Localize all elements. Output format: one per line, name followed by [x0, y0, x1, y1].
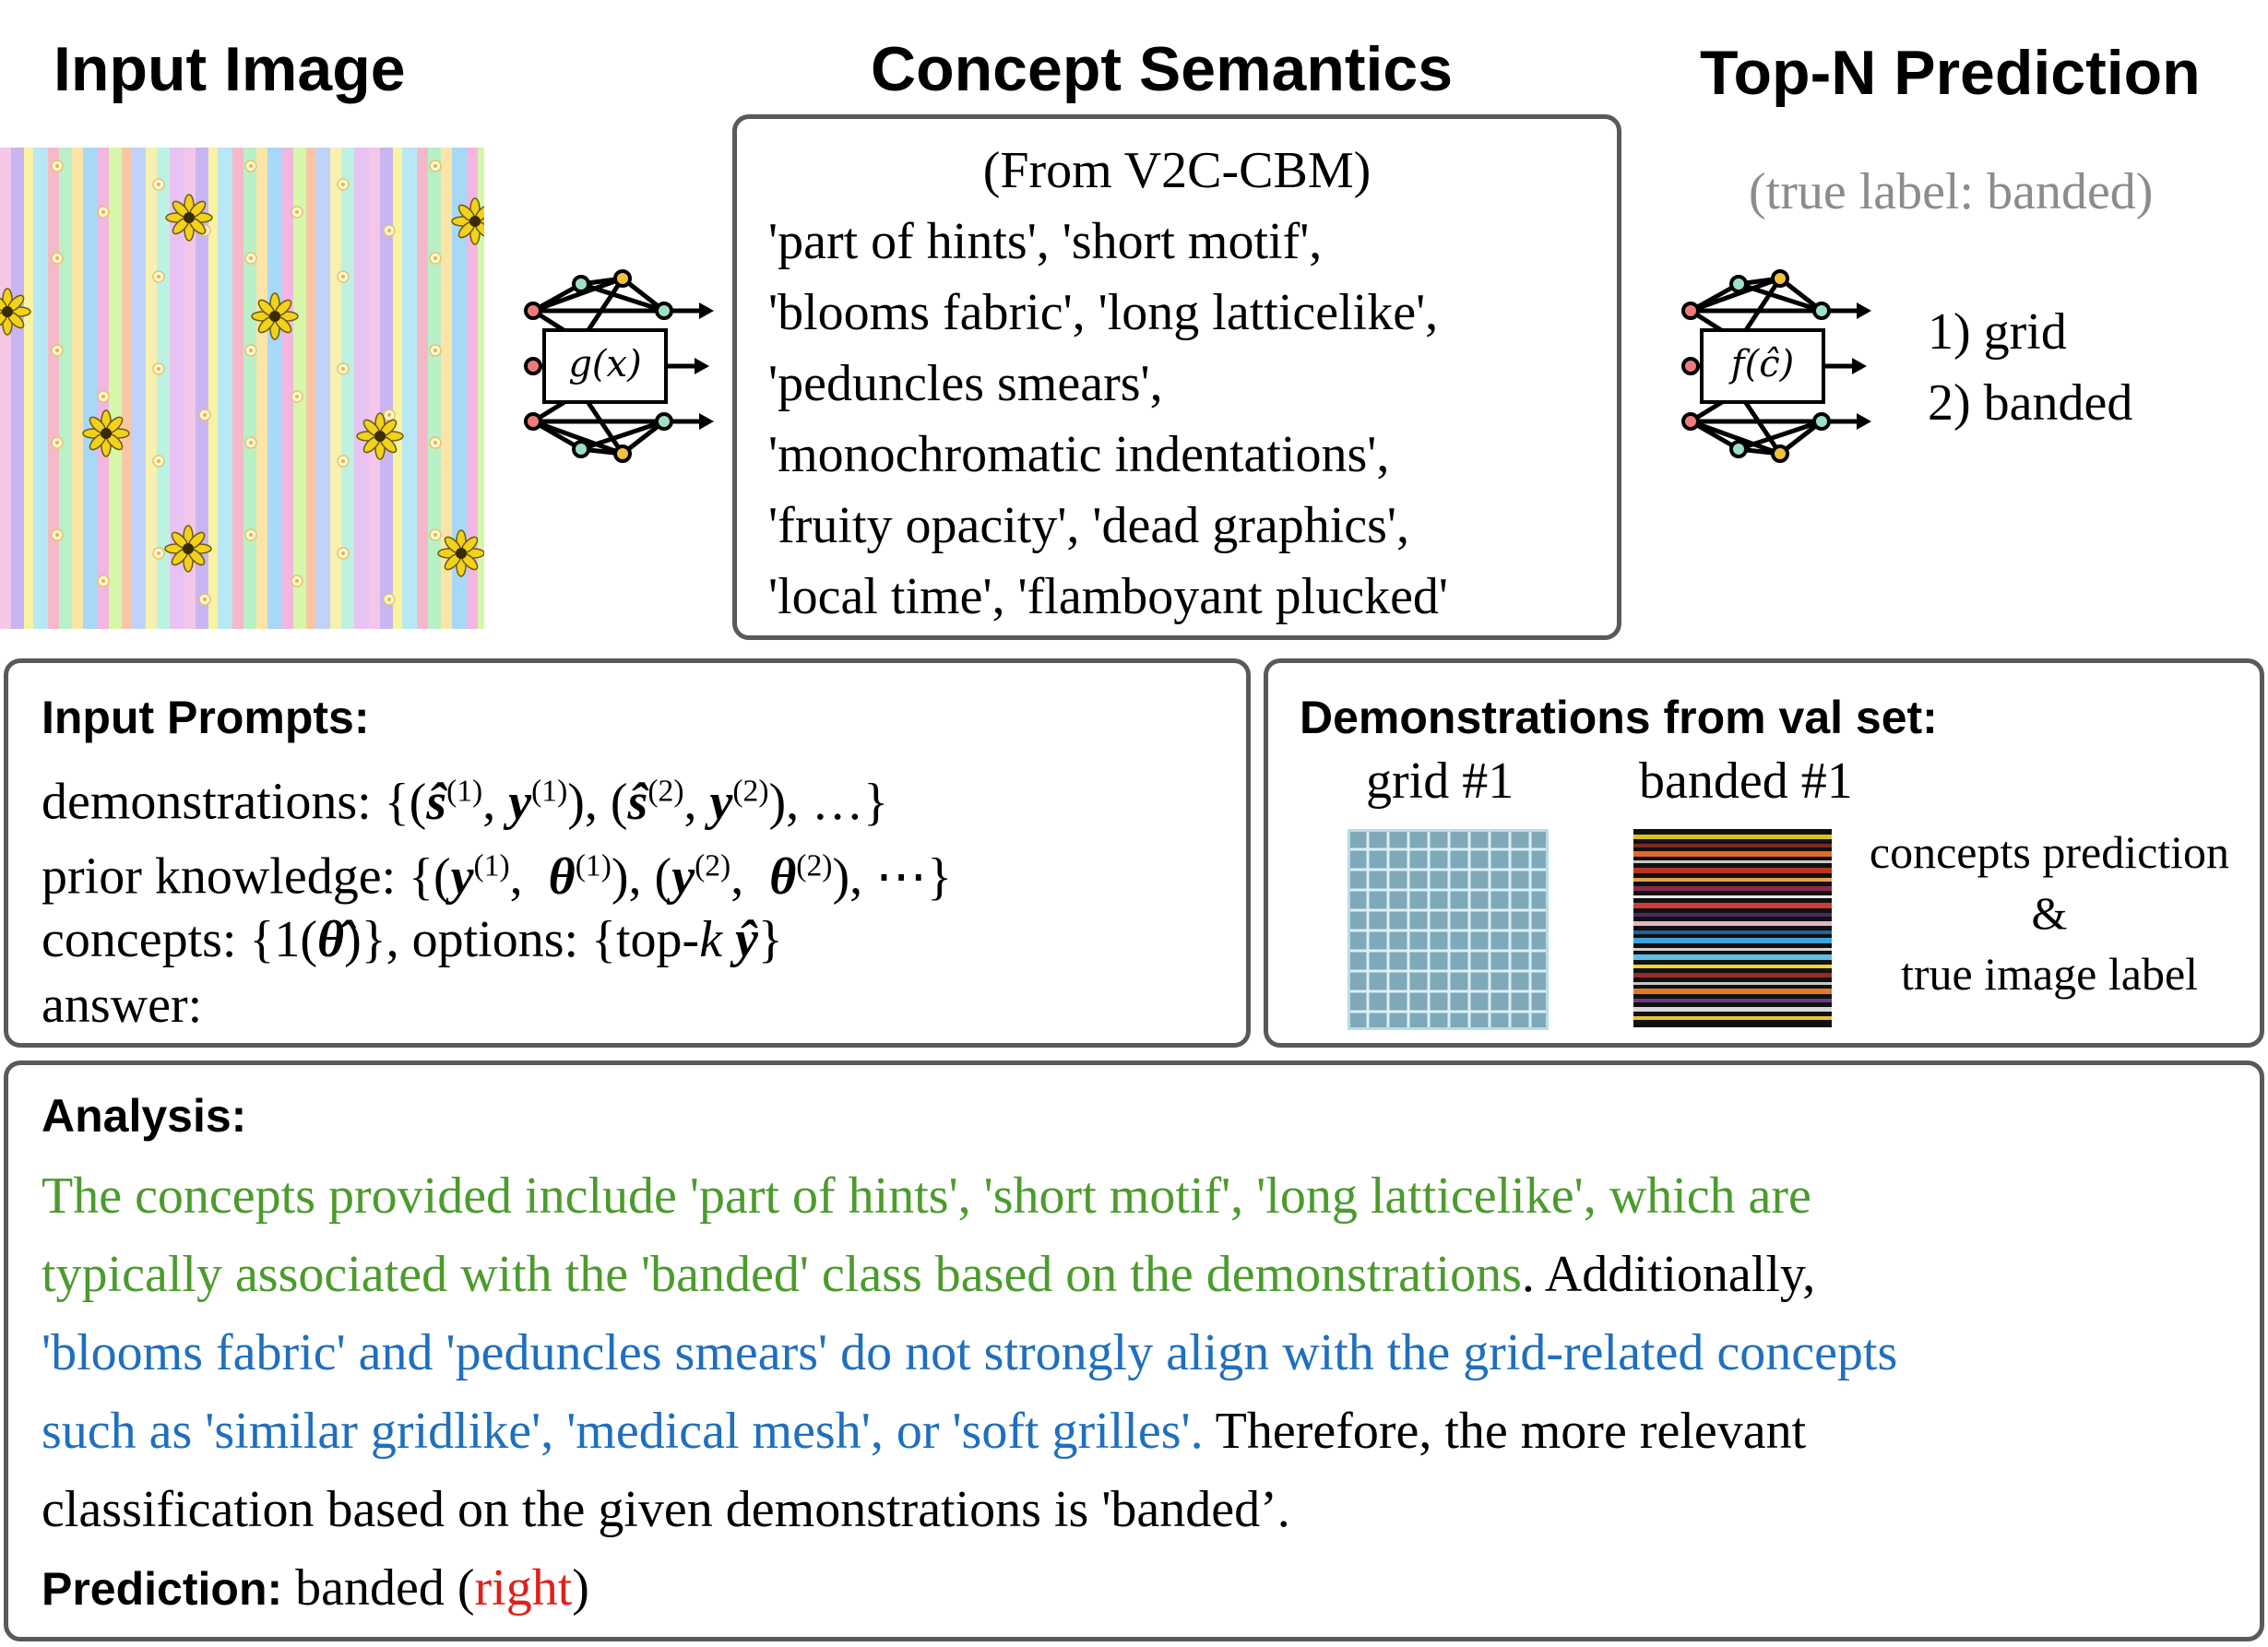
demo-note-line-3: true image label: [1900, 948, 2199, 1000]
banded-example-image: [1633, 829, 1832, 1027]
demonstrations-label: demonstrations:: [42, 773, 372, 831]
analysis-line-5: classification based on the given demons…: [42, 1481, 1290, 1538]
prediction-status: right: [474, 1559, 573, 1617]
analysis-line-3: 'blooms fabric' and 'peduncles smears' d…: [42, 1324, 1898, 1381]
options-label: , options:: [386, 911, 579, 968]
analysis-line-2: typically associated with the 'banded' c…: [42, 1239, 1815, 1310]
analysis-line-4-blue: such as 'similar gridlike', 'medical mes…: [42, 1403, 1204, 1460]
banded-caption: banded #1: [1639, 752, 1853, 810]
concept-semantics-heading: Concept Semantics: [871, 34, 1454, 104]
demo-note-line-2: &: [2031, 887, 2068, 939]
prediction-close: ): [572, 1559, 589, 1617]
prior-knowledge-label: prior knowledge:: [42, 847, 397, 906]
prompt-demonstrations: demonstrations: {(ŝ(1), y(1)), (ŝ(2), y(…: [42, 773, 889, 831]
prompt-prior-knowledge: prior knowledge: {(y(1), θ(1)), (y(2), θ…: [42, 847, 952, 906]
g-network-label: g(x): [568, 343, 641, 385]
demonstrations-box: Demonstrations from val set: grid #1 ban…: [1264, 658, 2264, 1048]
concept-line-1: 'part of hints', 'short motif',: [768, 213, 1323, 270]
concept-line-4: 'monochromatic indentations',: [768, 426, 1390, 483]
analysis-line-4: such as 'similar gridlike', 'medical mes…: [42, 1396, 1806, 1467]
input-prompts-title: Input Prompts:: [42, 692, 370, 743]
concept-line-3: 'peduncles smears',: [768, 355, 1163, 412]
input-image: [0, 148, 484, 629]
analysis-line-2-black: . Additionally,: [1521, 1246, 1816, 1303]
concept-semantics-box: (From V2C-CBM) 'part of hints', 'short m…: [732, 114, 1621, 640]
grid-caption: grid #1: [1366, 752, 1514, 810]
top-n-item-1: 1) grid: [1928, 303, 2067, 361]
analysis-box: Analysis: The concepts provided include …: [4, 1060, 2264, 1641]
analysis-line-2-green: typically associated with the 'banded' c…: [42, 1246, 1522, 1303]
concept-source: (From V2C-CBM): [982, 142, 1371, 199]
grid-example-image: [1348, 829, 1549, 1030]
concept-network-g: g(x): [517, 267, 719, 466]
prediction-network-f: f(ĉ): [1674, 267, 1877, 466]
analysis-line-1: The concepts provided include 'part of h…: [42, 1167, 1811, 1225]
analysis-title: Analysis:: [42, 1090, 247, 1142]
concepts-label: concepts:: [42, 911, 237, 968]
prompt-answer: answer:: [42, 977, 203, 1034]
top-n-item-2: 2) banded: [1928, 374, 2133, 432]
prediction-label: Prediction:: [42, 1563, 283, 1615]
demo-note-line-1: concepts prediction: [1869, 826, 2230, 878]
true-label-note: (true label: banded): [1749, 163, 2154, 220]
prompt-concepts: concepts: {1(θ̂)}, options: {top-k ŷ}: [42, 911, 783, 968]
demonstrations-title: Demonstrations from val set:: [1300, 692, 1938, 743]
prediction-value: banded (: [282, 1559, 475, 1617]
concept-line-6: 'local time', 'flamboyant plucked': [768, 568, 1449, 625]
input-image-heading: Input Image: [53, 34, 406, 104]
analysis-line-4-black: Therefore, the more relevant: [1203, 1403, 1807, 1460]
concept-line-5: 'fruity opacity', 'dead graphics',: [768, 497, 1410, 554]
concept-line-2: 'blooms fabric', 'long latticelike',: [768, 284, 1439, 341]
top-n-heading: Top-N Prediction: [1700, 38, 2201, 108]
f-network-label: f(ĉ): [1728, 343, 1794, 385]
input-prompts-box: Input Prompts: demonstrations: {(ŝ(1), y…: [4, 658, 1251, 1048]
prediction-line: Prediction: banded (right): [42, 1553, 589, 1625]
demonstration-note: concepts prediction & true image label: [1833, 822, 2266, 1004]
